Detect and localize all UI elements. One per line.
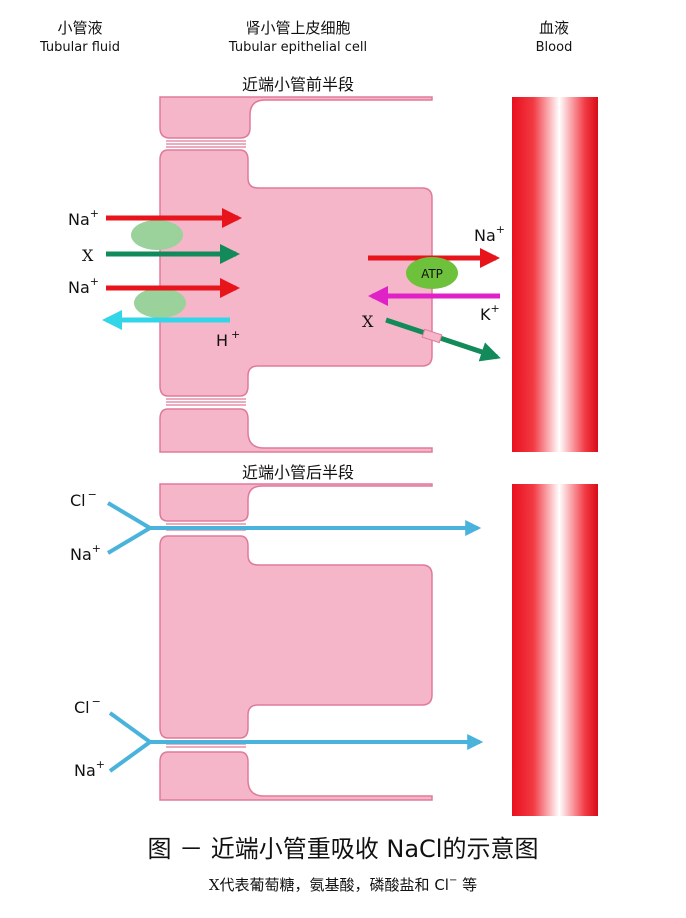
label-cl-bottom: Cl− — [74, 695, 101, 717]
epithelial-cells-rear — [159, 483, 433, 801]
header-right-en: Blood — [536, 40, 573, 55]
na-arrow-branch-bottom — [108, 740, 152, 773]
nacl-paracellular-bottom — [108, 711, 484, 773]
header-middle-en: Tubular epithelial cell — [228, 40, 367, 55]
label-h-apical: H+ — [216, 328, 240, 350]
cell-neighbor-top — [159, 96, 433, 139]
header-left-en: Tubular fluid — [39, 40, 120, 55]
section-title-front: 近端小管前半段 — [242, 75, 354, 94]
x-arrow-basolateral — [385, 317, 501, 362]
blood-vessel-front — [512, 97, 598, 452]
header-right-zh: 血液 — [539, 19, 569, 37]
carrier-na-x-cotransporter — [131, 220, 183, 250]
header-middle-zh: 肾小管上皮细胞 — [245, 19, 350, 37]
figure-caption-title: 图 － 近端小管重吸收 NaCl的示意图 — [148, 835, 539, 863]
x-carrier-basolateral — [421, 328, 443, 344]
cl-arrow-branch-bottom — [108, 711, 152, 744]
cell-main-rear — [159, 535, 433, 739]
label-na-bottom: Na+ — [74, 758, 105, 780]
label-cl-top: Cl− — [70, 488, 97, 510]
blood-vessel-rear — [512, 484, 598, 816]
figure-caption-note: X代表葡萄糖，氨基酸，磷酸盐和 Cl− 等 — [209, 875, 477, 894]
section-title-rear: 近端小管后半段 — [242, 463, 354, 482]
cl-arrow-branch-top — [106, 501, 152, 530]
carrier-na-h-exchanger — [134, 288, 186, 318]
label-na-apical-mid: Na+ — [68, 275, 99, 297]
label-na-basolateral: Na+ — [474, 223, 505, 245]
header-left-zh: 小管液 — [57, 19, 102, 37]
cell-main-front — [159, 149, 433, 397]
cell-neighbor-bottom-rear — [159, 751, 433, 801]
label-na-apical-top: Na+ — [68, 207, 99, 229]
cell-neighbor-bottom-front — [159, 408, 433, 453]
label-x-basolateral: X — [362, 312, 374, 331]
na-arrow-branch-top — [106, 526, 152, 555]
nacl-paracellular-top — [106, 501, 482, 555]
tight-junction-front-bottom — [166, 398, 246, 406]
atp-pump — [406, 257, 458, 289]
label-k-basolateral: K+ — [480, 302, 500, 324]
cell-neighbor-top-rear — [159, 483, 433, 522]
label-na-top: Na+ — [70, 542, 101, 564]
label-atp: ATP — [421, 267, 443, 281]
tight-junction-front-top — [166, 140, 246, 148]
label-x-apical: X — [82, 246, 94, 265]
